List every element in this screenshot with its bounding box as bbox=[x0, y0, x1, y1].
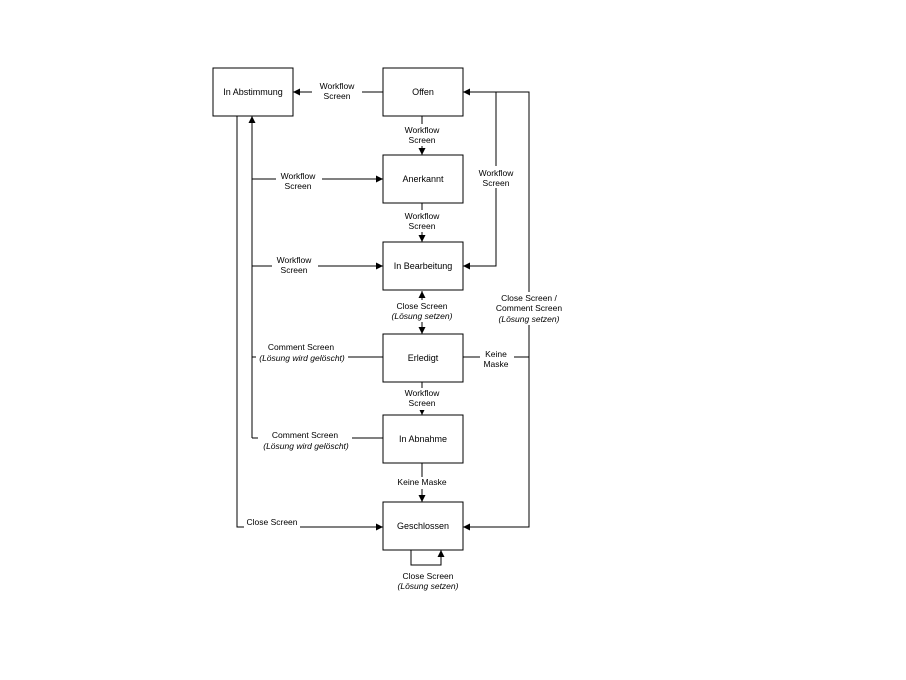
edge-right-to-geschlossen bbox=[463, 357, 530, 531]
state-label: In Abnahme bbox=[399, 434, 447, 444]
label-line: Comment Screen bbox=[268, 342, 334, 352]
state-in-bearbeitung: In Bearbeitung bbox=[382, 241, 464, 291]
edge-right-to-offen bbox=[463, 88, 530, 357]
label-line: Maske bbox=[483, 359, 508, 369]
label-line: Screen bbox=[409, 398, 436, 408]
label-offen-to-bearbeitung-right: Workflow Screen bbox=[474, 166, 520, 188]
label-erledigt-keine-maske: Keine Maske bbox=[480, 348, 514, 370]
label-geschlossen-self: Close Screen (Lösung setzen) bbox=[398, 571, 459, 591]
label-line: Workflow bbox=[277, 255, 313, 265]
label-line: Workflow bbox=[479, 168, 515, 178]
edge-geschlossen-self bbox=[410, 550, 445, 566]
edge-abstimmung-to-geschlossen bbox=[236, 116, 383, 531]
label-line: Close Screen / bbox=[501, 293, 557, 303]
label-offen-to-abstimmung: Workflow Screen bbox=[312, 80, 362, 102]
label-left-to-bearbeitung: Workflow Screen bbox=[272, 255, 318, 279]
label-line: Workflow bbox=[405, 388, 441, 398]
label-line: Screen bbox=[285, 181, 312, 191]
label-line: Close Screen bbox=[402, 571, 453, 581]
label-line: (Lösung wird gelöscht) bbox=[263, 441, 349, 451]
label-line: Workflow bbox=[405, 211, 441, 221]
state-anerkannt: Anerkannt bbox=[382, 154, 464, 204]
label-line: Screen bbox=[483, 178, 510, 188]
label-line: Comment Screen bbox=[496, 303, 562, 313]
state-label: Anerkannt bbox=[402, 174, 444, 184]
label-line: Screen bbox=[409, 221, 436, 231]
state-offen: Offen bbox=[382, 67, 464, 117]
label-line: (Lösung setzen) bbox=[392, 311, 453, 321]
label-right-close: Close Screen / Comment Screen (Lösung se… bbox=[492, 292, 566, 325]
label-line: Close Screen bbox=[396, 301, 447, 311]
state-label: Offen bbox=[412, 87, 434, 97]
state-label: In Abstimmung bbox=[223, 87, 283, 97]
label-abstimmung-to-geschlossen: Close Screen bbox=[244, 517, 300, 529]
label-bearbeitung-erledigt: Close Screen (Lösung setzen) bbox=[388, 300, 458, 322]
label-line: Keine Maske bbox=[397, 477, 446, 487]
label-line: Keine bbox=[485, 349, 507, 359]
label-line: Workflow bbox=[320, 81, 356, 91]
label-line: (Lösung wird gelöscht) bbox=[259, 353, 345, 363]
label-line: Screen bbox=[409, 135, 436, 145]
state-label: Geschlossen bbox=[397, 521, 449, 531]
label-line: Comment Screen bbox=[272, 430, 338, 440]
label-line: Screen bbox=[281, 265, 308, 275]
edge-offen-to-bearbeitung-right bbox=[463, 92, 497, 270]
label-anerkannt-to-bearbeitung: Workflow Screen bbox=[398, 210, 444, 232]
label-line: Workflow bbox=[405, 125, 441, 135]
label-abnahme-to-abstimmung: Comment Screen (Lösung wird gelöscht) bbox=[258, 430, 352, 453]
label-line: (Lösung setzen) bbox=[398, 581, 459, 591]
state-geschlossen: Geschlossen bbox=[382, 501, 464, 551]
label-abnahme-to-geschlossen: Keine Maske bbox=[394, 477, 450, 489]
state-erledigt: Erledigt bbox=[382, 333, 464, 383]
label-line: Screen bbox=[324, 91, 351, 101]
state-label: Erledigt bbox=[408, 353, 439, 363]
label-line: (Lösung setzen) bbox=[499, 314, 560, 324]
state-in-abstimmung: In Abstimmung bbox=[212, 67, 294, 117]
label-left-to-anerkannt: Workflow Screen bbox=[276, 170, 322, 192]
label-erledigt-to-abnahme: Workflow Screen bbox=[398, 388, 444, 410]
label-offen-to-anerkannt: Workflow Screen bbox=[398, 124, 444, 146]
label-line: Close Screen bbox=[246, 517, 297, 527]
state-label: In Bearbeitung bbox=[394, 261, 453, 271]
label-erledigt-to-abstimmung: Comment Screen (Lösung wird gelöscht) bbox=[256, 342, 348, 365]
state-in-abnahme: In Abnahme bbox=[382, 414, 464, 464]
label-line: Workflow bbox=[281, 171, 317, 181]
